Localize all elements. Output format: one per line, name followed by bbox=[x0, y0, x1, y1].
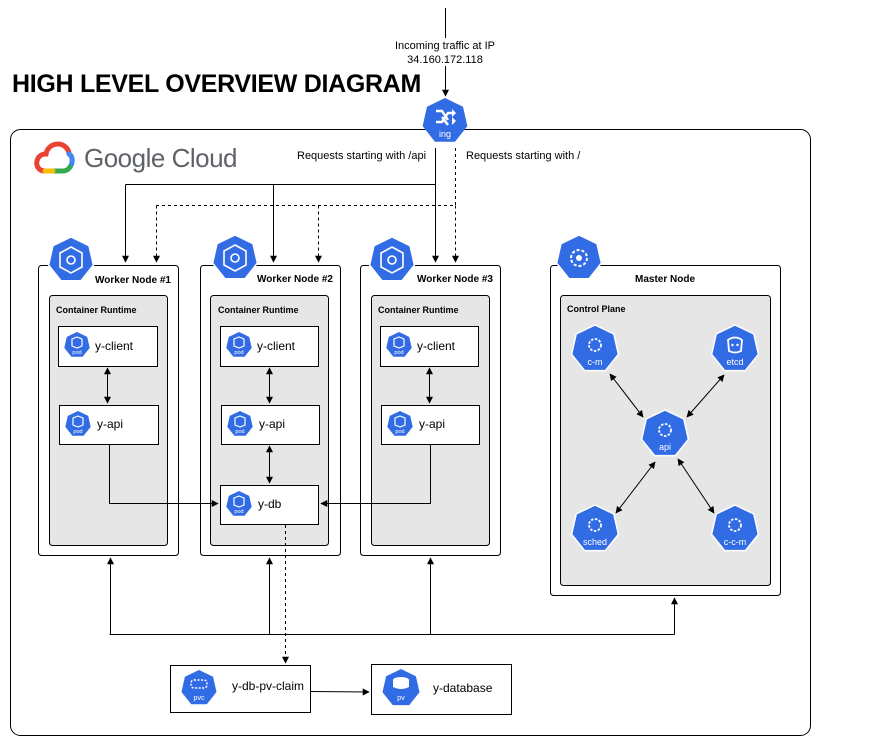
master-node-title: Master Node bbox=[635, 274, 696, 285]
pod-icon-n2-db bbox=[226, 491, 252, 516]
pod-icon-n3-client bbox=[386, 332, 412, 357]
worker-node-2-title: Worker Node #2 bbox=[257, 274, 333, 285]
container-runtime-3-label: Container Runtime bbox=[378, 305, 459, 315]
node-icon-2 bbox=[211, 234, 259, 280]
route-root-line bbox=[156, 148, 456, 206]
n3-y-api-label: y-api bbox=[419, 417, 446, 431]
pod-icon-n2-client bbox=[226, 332, 252, 357]
cm-api-link bbox=[609, 373, 644, 418]
google-cloud-logo-icon bbox=[34, 141, 75, 174]
scheduler-icon bbox=[570, 504, 620, 552]
pod-icon-n1-client bbox=[64, 332, 90, 357]
api-label: api bbox=[659, 442, 671, 452]
route-api-label: Requests starting with /api bbox=[297, 150, 427, 162]
pod-icon-n3-api bbox=[387, 411, 413, 436]
n3-api-to-db bbox=[320, 445, 431, 507]
pod-icon-n2-api bbox=[227, 411, 253, 436]
ccm-api-link bbox=[677, 458, 715, 514]
pod-label-n1-client: pod bbox=[72, 350, 81, 356]
pod-label-n2-client: pod bbox=[234, 350, 243, 356]
pv-icon-label: pv bbox=[397, 695, 405, 702]
n3-y-client-label: y-client bbox=[417, 339, 456, 353]
cm-label: c-m bbox=[588, 357, 603, 367]
n2-y-client-label: y-client bbox=[257, 339, 296, 353]
etcd-icon bbox=[710, 324, 760, 372]
pvc-icon-label: pvc bbox=[194, 695, 205, 702]
n2-y-db-label: y-db bbox=[258, 497, 282, 511]
master-node-icon bbox=[555, 234, 603, 280]
n2-y-api-label: y-api bbox=[259, 417, 286, 431]
control-plane-label: Control Plane bbox=[567, 304, 626, 314]
sched-api-link bbox=[615, 461, 656, 514]
pod-icon-n1-api bbox=[65, 411, 91, 436]
controller-manager-icon bbox=[570, 324, 620, 372]
incoming-traffic-line1: Incoming traffic at IP bbox=[394, 40, 496, 52]
pod-label-n3-api: pod bbox=[395, 429, 404, 435]
n1-api-to-db bbox=[109, 445, 219, 507]
pvc-name: y-db-pv-claim bbox=[232, 679, 305, 693]
pv-name: y-database bbox=[433, 681, 493, 695]
ingress-icon bbox=[422, 98, 468, 142]
ingress-label: ing bbox=[439, 129, 451, 139]
worker-node-1-title: Worker Node #1 bbox=[95, 275, 171, 286]
pod-box-n2-db bbox=[220, 485, 319, 525]
api-server-icon bbox=[640, 409, 690, 457]
worker-node-3-title: Worker Node #3 bbox=[417, 274, 493, 285]
pod-label-n2-api: pod bbox=[235, 429, 244, 435]
pod-label-n2-db: pod bbox=[234, 509, 243, 515]
etcd-label: etcd bbox=[726, 357, 743, 367]
page-title: HIGH LEVEL OVERVIEW DIAGRAM bbox=[12, 70, 422, 98]
n1-y-api-label: y-api bbox=[97, 417, 124, 431]
pvc-to-pv bbox=[310, 688, 370, 696]
container-runtime-1-label: Container Runtime bbox=[56, 305, 137, 315]
pod-label-n1-api: pod bbox=[73, 429, 82, 435]
sched-label: sched bbox=[583, 537, 607, 547]
pod-label-n3-client: pod bbox=[394, 350, 403, 356]
pv-icon bbox=[382, 669, 420, 706]
route-root-label: Requests starting with / bbox=[466, 150, 581, 162]
incoming-traffic-ip: 34.160.172.118 bbox=[407, 54, 483, 66]
incoming-traffic-label: Incoming traffic at IP 34.160.172.118 bbox=[365, 39, 525, 67]
cloud-controller-manager-icon bbox=[710, 504, 760, 552]
node-icon-3 bbox=[368, 236, 416, 282]
pvc-icon bbox=[181, 670, 217, 705]
node-icon-1 bbox=[47, 236, 95, 282]
container-runtime-2-label: Container Runtime bbox=[218, 305, 299, 315]
google-cloud-wordmark: Google Cloud bbox=[84, 143, 238, 173]
n1-y-client-label: y-client bbox=[95, 339, 134, 353]
etcd-api-link bbox=[686, 374, 725, 418]
ccm-label: c-c-m bbox=[724, 537, 747, 547]
